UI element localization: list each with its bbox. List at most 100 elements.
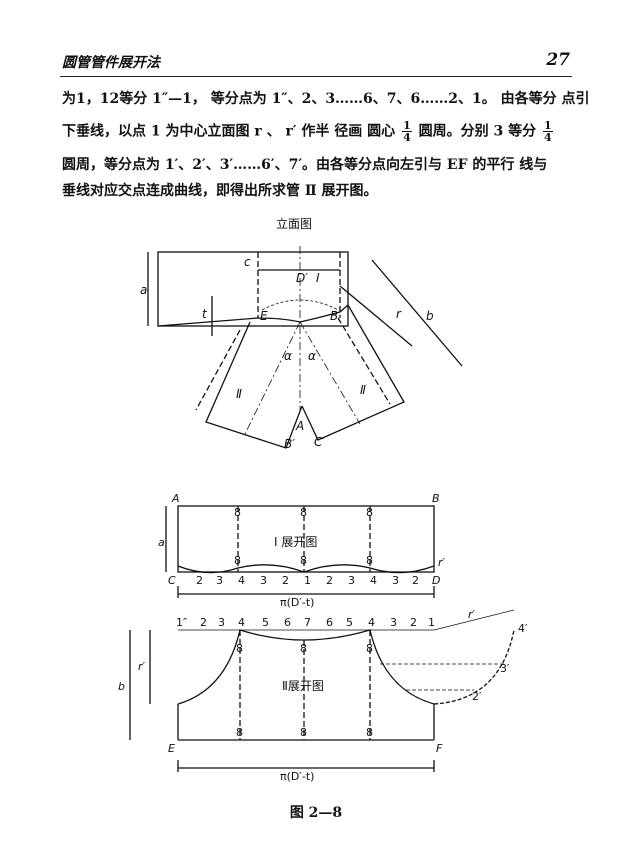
elev-label-i: Ⅰ xyxy=(316,271,320,285)
dev1-mid-0: 8 xyxy=(234,554,241,567)
dev2-mid-0: 8 xyxy=(236,642,243,655)
elev-label-b: b xyxy=(426,309,434,323)
dev2-proj-arc xyxy=(433,629,515,705)
dev1-bottom-4: 2 xyxy=(282,574,289,587)
dev2-top-4: 5 xyxy=(262,616,269,629)
dev1-label-b: B xyxy=(432,492,440,505)
dev1-tick-2: 8 xyxy=(366,506,373,519)
elev-label-bp: B′ xyxy=(284,437,295,451)
dev1-bottom-9: 3 xyxy=(392,574,399,587)
leg-left-inner xyxy=(195,329,241,411)
body-line-2b: 圆周。分别 3 等分 xyxy=(418,123,537,140)
dim-r xyxy=(339,285,413,347)
elev-label-cp: C′ xyxy=(314,435,325,449)
dev2-top-6: 7 xyxy=(304,616,311,629)
elev-label-b2: B xyxy=(330,309,338,323)
leg-ii-left xyxy=(205,321,303,449)
dev2-arc-3: 3′ xyxy=(500,662,510,675)
elev-label-a: a xyxy=(140,283,147,297)
dev1-bottom-5: 1 xyxy=(304,574,311,587)
dev2-top-10: 3 xyxy=(390,616,397,629)
dev2-bot-0: 8 xyxy=(236,726,243,739)
elev-label-ii-l: Ⅱ xyxy=(236,387,242,401)
dev2-title: Ⅱ展开图 xyxy=(282,679,324,693)
elev-label-alpha-r: α xyxy=(308,349,316,363)
dev2-top-12: 1 xyxy=(428,616,435,629)
dev1-label-dim-a: a xyxy=(158,536,165,549)
development-i xyxy=(165,505,435,598)
running-header: 圆管管件展开法 xyxy=(62,55,160,71)
frac-den: 4 xyxy=(403,131,411,144)
dev2-label-f: F xyxy=(436,742,443,755)
dev1-title: Ⅰ 展开图 xyxy=(274,535,317,549)
dev2-top-1: 2 xyxy=(200,616,207,629)
dev1-bottom-8: 4 xyxy=(370,574,377,587)
leg-ii-right xyxy=(301,304,405,441)
elev-label-c: c xyxy=(244,255,251,269)
dev2-top-8: 5 xyxy=(346,616,353,629)
dev1-dim-label: π(D′-t) xyxy=(280,596,314,609)
dev1-curve xyxy=(177,564,435,574)
dev1-bottom-3: 3 xyxy=(260,574,267,587)
dev2-label-e: E xyxy=(168,742,175,755)
dev1-bottom-1: 3 xyxy=(216,574,223,587)
body-line-4: 垂线对应交点连成曲线，即得出所求管 Ⅱ 展开图。 xyxy=(62,183,378,199)
frac2-num: 1 xyxy=(542,119,553,132)
pipe-i-body xyxy=(157,251,349,327)
dev2-arc-2: 2′ xyxy=(472,690,482,703)
header-rule xyxy=(60,76,572,77)
dev2-bot-1: 8 xyxy=(300,726,307,739)
dev1-tick-1: 8 xyxy=(300,506,307,519)
dev1-label-c: C xyxy=(168,574,176,587)
elevation-view xyxy=(147,246,463,449)
pipe-i-joint xyxy=(157,304,349,327)
dev1-label-a: A xyxy=(171,492,180,505)
elev-label-ii-r: Ⅱ xyxy=(360,383,366,397)
joint-arc xyxy=(261,299,339,311)
dev2-arc-4: 4′ xyxy=(518,622,528,635)
dev1-bottom-7: 3 xyxy=(348,574,355,587)
body-line-1: 为1，12等分 1″—1， 等分点为 1″、2、3……6、7、6……2、1。 由… xyxy=(62,91,590,107)
dev2-top-5: 6 xyxy=(284,616,291,629)
elev-label-alpha-l: α xyxy=(284,349,292,363)
page-number: 27 xyxy=(546,50,570,70)
leg-right-inner xyxy=(337,317,391,405)
dev1-tick-0: 8 xyxy=(234,506,241,519)
elev-label-d: D′ xyxy=(296,271,308,285)
dev2-label-b: b xyxy=(118,680,125,693)
dev2-top-9: 4 xyxy=(368,616,375,629)
dim-b xyxy=(371,259,463,367)
dev1-label-rp: r′ xyxy=(438,556,446,569)
dev1-bottom-0: 2 xyxy=(196,574,203,587)
elev-title: 立面图 xyxy=(276,216,312,231)
dev2-top-7: 6 xyxy=(326,616,333,629)
frac2-den: 4 xyxy=(543,131,552,144)
body-line-2a: 下垂线，以点 1 为中心立面图 r 、 r′ 作半 径画 圆心 xyxy=(62,123,396,140)
dev2-mid-2: 8 xyxy=(366,642,373,655)
elev-label-r: r xyxy=(396,307,402,321)
dev1-label-d: D xyxy=(432,574,440,587)
dev2-bot-2: 8 xyxy=(366,726,373,739)
dev1-mid-1: 8 xyxy=(300,554,307,567)
leg-right-axis xyxy=(299,321,361,425)
dev2-top-2: 3 xyxy=(218,616,225,629)
development-ii xyxy=(129,609,515,772)
dev2-mid-1: 8 xyxy=(300,642,307,655)
dev2-top-0: 1″ xyxy=(176,616,187,629)
dev1-bottom-2: 4 xyxy=(238,574,245,587)
elev-label-e: E xyxy=(260,309,268,323)
dev1-rect xyxy=(177,505,435,573)
figure-caption: 图 2—8 xyxy=(289,805,343,821)
dev2-top-11: 2 xyxy=(410,616,417,629)
frac-num: 1 xyxy=(402,119,412,132)
elev-label-a-pt: A xyxy=(295,419,304,433)
body-line-3: 圆周，等分点为 1′、2′、3′……6′、7′。由各等分点向左引与 EF 的平行… xyxy=(62,157,548,173)
dev2-r-line xyxy=(433,609,515,631)
leg-left-axis xyxy=(243,321,301,437)
dev2-dim-label: π(D′-t) xyxy=(280,770,314,783)
dev1-mid-2: 8 xyxy=(366,554,373,567)
dev2-arc-r: r′ xyxy=(468,608,476,621)
